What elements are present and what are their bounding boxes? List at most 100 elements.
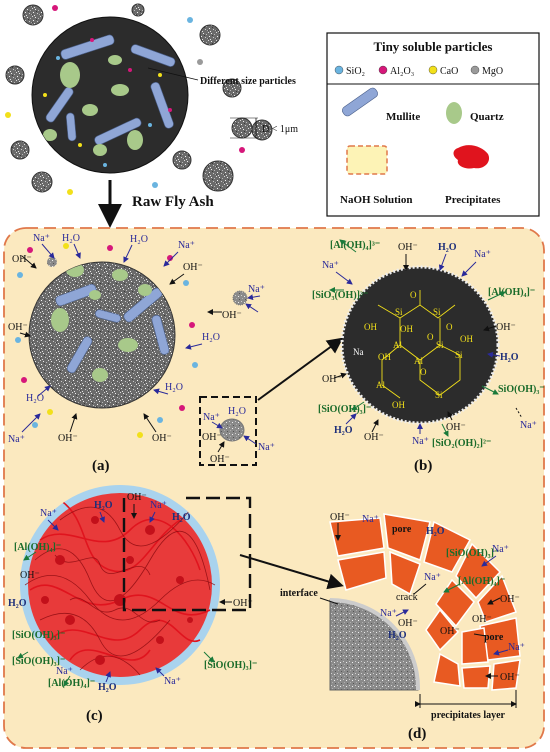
- b-si-5: Si: [435, 390, 443, 400]
- b-si-3: Si: [436, 340, 444, 350]
- legend-al2o3: Al₂O₃: [390, 66, 414, 77]
- b-al-3: Al: [376, 380, 385, 390]
- a-na-1: Na⁺: [33, 233, 50, 244]
- panel-d: OH⁻ Na⁺ pore H₂O [SiO(OH)₃]⁻ Na⁺ [Al(OH)…: [280, 512, 525, 742]
- a-na-6: Na⁺: [258, 442, 275, 453]
- b-al-1: Al: [393, 340, 402, 350]
- b-oh-4: OH: [460, 334, 473, 344]
- a-h2o-6: H₂O: [228, 406, 246, 417]
- panel-a: Na⁺ H₂O OH⁻ H₂O Na⁺ OH⁻ Na⁺ OH⁻ OH⁻ H₂O …: [8, 233, 275, 474]
- a-oh-6: OH⁻: [152, 433, 172, 444]
- a-h2o-2: H₂O: [130, 234, 148, 245]
- a-oh-7: OH⁻: [202, 432, 222, 443]
- d-oh-5: OH⁻: [440, 626, 460, 637]
- legend-title: Tiny soluble particles: [374, 39, 493, 54]
- small-particles: [5, 3, 273, 193]
- a-na-4: Na⁺: [8, 434, 25, 445]
- a-oh-3: OH⁻: [222, 310, 242, 321]
- c-na-2: Na⁺: [40, 508, 57, 519]
- a-oh-2: OH⁻: [183, 262, 203, 273]
- legend: Tiny soluble particles SiO₂ Al₂O₃ CaO Mg…: [326, 32, 540, 217]
- legend-mullite: Mullite: [386, 111, 420, 123]
- a-oh-5: OH⁻: [58, 433, 78, 444]
- c-aloh4-left: [Al(OH)₄]⁻: [14, 542, 61, 553]
- b-o-3: O: [427, 332, 434, 342]
- b-na-out-3: Na⁺: [520, 420, 537, 431]
- b-na-out-1: Na⁺: [474, 249, 491, 260]
- c-na-3: Na⁺: [56, 666, 73, 677]
- d-pore-2: pore: [484, 632, 504, 643]
- c-na-4: Na⁺: [164, 676, 181, 687]
- d-oh-1: OH⁻: [330, 512, 350, 523]
- a-oh-8: OH⁻: [210, 454, 230, 465]
- b-oh-out-3: OH⁻: [322, 374, 342, 385]
- d-sio-oh3: [SiO(OH)₃]⁻: [446, 548, 499, 559]
- legend-naoh: NaOH Solution: [340, 194, 412, 206]
- c-oh-3: OH⁻: [233, 598, 253, 609]
- b-h2o-out-1: H₂O: [438, 242, 457, 253]
- diameter-label: D < 1μm: [262, 124, 298, 135]
- panel-d-label: (d): [408, 726, 426, 742]
- b-h2o-out-3: H₂O: [334, 425, 353, 436]
- c-h2o-1: H₂O: [94, 500, 113, 511]
- d-na-4: Na⁺: [380, 608, 397, 619]
- a-h2o-5: H₂O: [165, 382, 183, 393]
- a-oh-1: OH⁻: [12, 254, 32, 265]
- b-oh-5: OH: [392, 400, 405, 410]
- a-h2o-1: H₂O: [62, 233, 80, 244]
- b-h2o-out-2: H₂O: [500, 352, 519, 363]
- legend-precipitates: Precipitates: [445, 194, 501, 206]
- raw-fly-ash-label: Raw Fly Ash: [132, 194, 214, 210]
- b-oh-out-2: OH⁻: [496, 322, 516, 333]
- legend-dots: SiO₂ Al₂O₃ CaO MgO: [334, 65, 503, 77]
- a-h2o-3: H₂O: [202, 332, 220, 343]
- panel-c-label: (c): [86, 708, 103, 724]
- raw-fly-ash-group: Different size particles D < 1μm Raw Fly…: [5, 3, 298, 228]
- c-h2o-2: H₂O: [172, 512, 191, 523]
- b-sio-oh3-right: SiO(OH)₃⁻: [498, 384, 545, 395]
- panel-a-dots: [15, 243, 198, 438]
- d-precipitates-layer: precipitates layer: [431, 710, 506, 721]
- a-na-3: Na⁺: [248, 284, 265, 295]
- a-h2o-4: H₂O: [26, 393, 44, 404]
- c-oh-1: OH⁻: [127, 492, 147, 503]
- b-si-2: Si: [433, 307, 441, 317]
- b-sio2-oh2: [SiO₂(OH)₂]²⁻: [432, 438, 491, 449]
- d-oh-3: OH⁻: [500, 594, 520, 605]
- quartz-swatch: [446, 102, 462, 124]
- d-pore-1: pore: [392, 524, 412, 535]
- b-o-1: O: [410, 290, 417, 300]
- b-sio3oh: [SiO₃(OH)]³⁻: [312, 290, 368, 301]
- a-na-5: Na⁺: [203, 412, 220, 423]
- panel-b: Si Si Al Al Si Si Si Al O O O OH OH OH O…: [312, 239, 545, 474]
- c-aloh4-bottom: [Al(OH)₄]⁻: [48, 678, 95, 689]
- b-si-4: Si: [455, 350, 463, 360]
- b-o-2: O: [446, 322, 453, 332]
- legend-sio2: SiO₂: [346, 66, 365, 77]
- d-h2o-1: H₂O: [426, 526, 445, 537]
- c-h2o-3: H₂O: [8, 598, 27, 609]
- b-sio-oh3-left: [SiO(OH)₃]⁻: [318, 404, 371, 415]
- c-sio-oh3-1: [SiO(OH)₃]⁻: [12, 630, 65, 641]
- b-si-1: Si: [395, 307, 403, 317]
- b-na-out-2: Na⁺: [322, 260, 339, 271]
- different-size-label: Different size particles: [200, 76, 296, 87]
- d-h2o-2: H₂O: [388, 630, 407, 641]
- panel-b-label: (b): [414, 458, 432, 474]
- b-oh-1: OH: [400, 324, 413, 334]
- d-na-1: Na⁺: [362, 514, 379, 525]
- b-oh-2: OH: [364, 322, 377, 332]
- b-oh-out-1: OH⁻: [398, 242, 418, 253]
- panel-c: OH⁻ H₂O Na⁺ Na⁺ [Al(OH)₄]⁻ H₂O OH⁻ H₂O O…: [8, 485, 257, 724]
- d-na-3: Na⁺: [424, 572, 441, 583]
- b-aloh4-right: [Al(OH)₄]⁻: [488, 287, 535, 298]
- c-h2o-4: H₂O: [98, 682, 117, 693]
- c-na-1: Na⁺: [150, 500, 167, 511]
- a-na-2: Na⁺: [178, 240, 195, 251]
- c-oh-2: OH⁻: [20, 570, 40, 581]
- precipitate-swatch: [453, 145, 490, 169]
- b-aloh4-3: [Al(OH)₄]³⁻: [330, 240, 380, 251]
- d-oh-2: OH⁻: [398, 618, 418, 629]
- b-al-2: Al: [414, 356, 423, 366]
